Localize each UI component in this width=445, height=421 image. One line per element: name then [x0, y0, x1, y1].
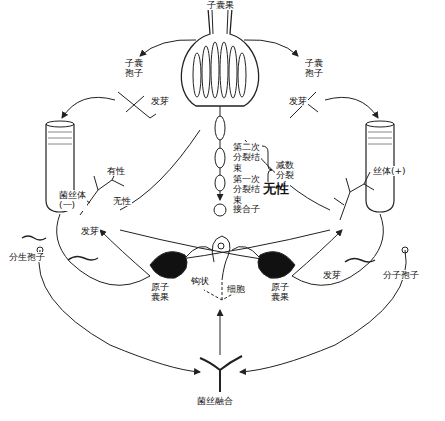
stage-label: 有性	[106, 166, 126, 176]
stage-label: 接合子	[232, 204, 261, 214]
stage-label: 原子囊果	[270, 282, 290, 303]
stage-label: 丝体(+)	[372, 166, 407, 176]
stage-label: 减数分裂	[275, 160, 295, 181]
stage-label: 子囊孢子	[124, 58, 144, 79]
stage-label: 发芽	[150, 96, 170, 106]
stage-label: 分子孢子	[382, 270, 420, 280]
stage-label: 钩状	[190, 276, 210, 286]
stage-label: 菌丝体(一)	[58, 190, 87, 211]
stage-label: 菌丝融合	[196, 396, 234, 406]
stage-label: 发芽	[288, 96, 308, 106]
stage-label: 发芽	[322, 270, 342, 280]
stage-label: 子囊果	[206, 0, 235, 10]
stage-label: 第一次分裂结束	[232, 174, 261, 205]
stage-label: 分生孢子	[8, 252, 46, 262]
stage-label: 第二次分裂结束	[232, 142, 261, 173]
stage-label: 无性	[262, 182, 290, 197]
stage-label: 细胞	[226, 284, 246, 294]
stage-label: 无性	[112, 196, 132, 206]
stage-label: 发芽	[80, 226, 100, 236]
stage-label: 原子囊果	[150, 282, 170, 303]
stage-label: 子囊孢子	[304, 58, 324, 79]
